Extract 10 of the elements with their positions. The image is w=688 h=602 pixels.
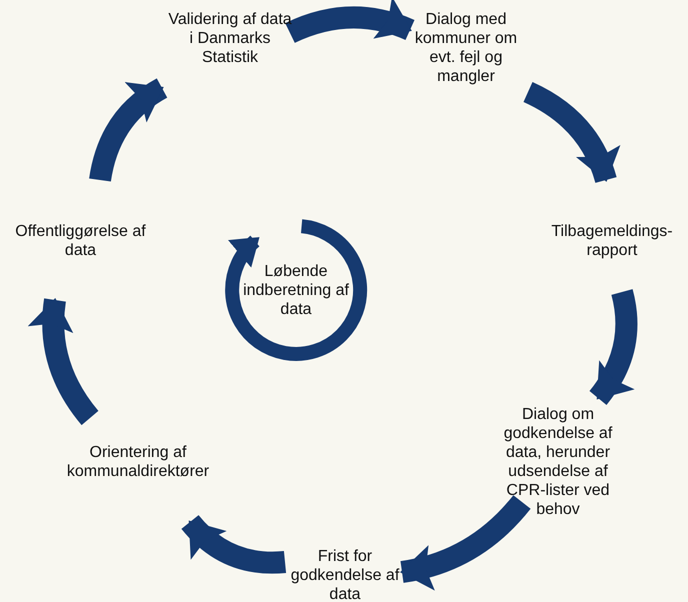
step-label: Offentliggørelse af data	[14, 222, 147, 260]
step-label: Løbende indberetning af data	[242, 262, 350, 318]
curved-arrow	[28, 298, 99, 425]
step-label: Dialog med kommuner om evt. fejl og mangler	[414, 10, 518, 86]
step-label: Validering af data i Danmarks Statistik	[167, 10, 293, 67]
step-label: Orientering af kommunaldirektører	[66, 443, 210, 481]
step-label: Tilbagemeldings-rapport	[550, 222, 674, 260]
step-label: Dialog om godkendelse af data, herunder udsendelse af CPR-lister ved behov	[502, 405, 614, 519]
step-label: Frist for godkendelse af data	[290, 547, 400, 602]
curved-arrow	[400, 494, 530, 590]
